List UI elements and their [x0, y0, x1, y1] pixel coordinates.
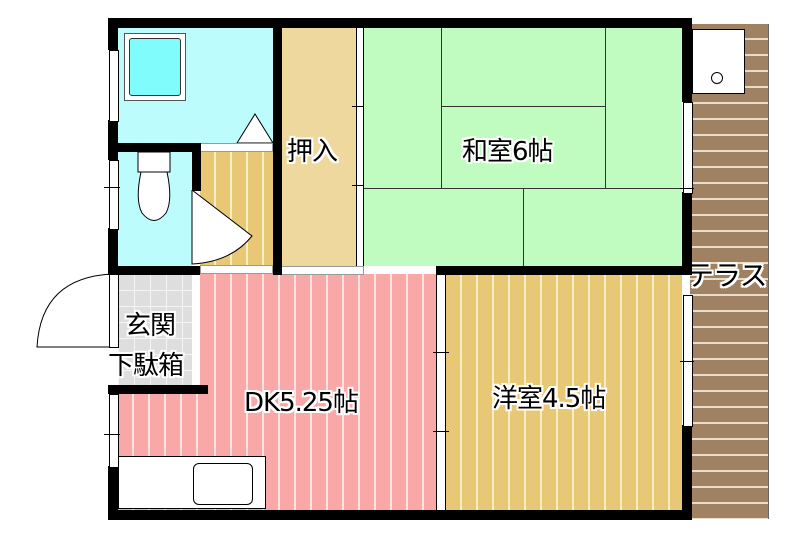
genkan-label: 玄関 [125, 311, 176, 341]
yoshitsu-label: 洋室4.5帖 [492, 384, 606, 414]
yoshitsu-room [446, 274, 682, 512]
window-toilet [109, 160, 119, 230]
toilet-icon [137, 151, 171, 221]
oshiire-closet [281, 28, 357, 266]
terrace-label: テラス [686, 259, 767, 292]
window-washitsu [683, 102, 693, 194]
genkan-entry [118, 274, 200, 386]
washitsu-label: 和室6帖 [462, 137, 554, 167]
getabako-label: 下駄箱 [108, 351, 184, 381]
window-bath [109, 50, 119, 122]
water-heater-icon [236, 113, 274, 144]
window-genkan [109, 274, 119, 348]
dk-label: DK5.25帖 [244, 388, 359, 418]
oshiire-label: 押入 [287, 137, 338, 167]
door-swing-icon [191, 190, 253, 265]
entrance-door-icon [36, 273, 114, 348]
washitsu-room [364, 28, 682, 266]
bathtub [124, 33, 186, 101]
window-dk [109, 394, 119, 468]
terrace [690, 24, 769, 519]
outdoor-unit [692, 29, 745, 94]
kitchen-counter [118, 456, 266, 509]
